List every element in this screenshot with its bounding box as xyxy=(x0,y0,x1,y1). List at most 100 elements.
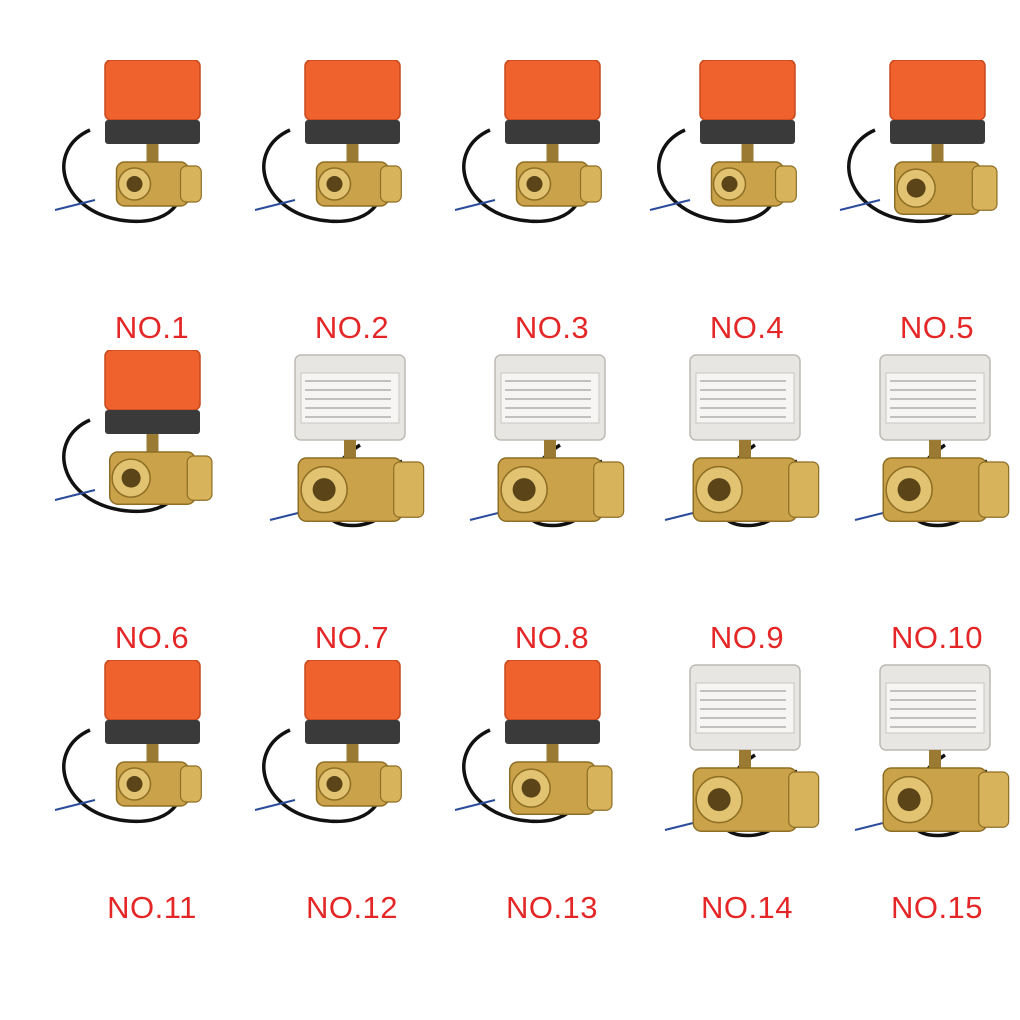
valve-illustration xyxy=(54,60,202,224)
product-label: NO.7 xyxy=(314,620,390,655)
port-opening xyxy=(312,478,336,502)
actuator-base xyxy=(105,410,200,434)
side-port xyxy=(978,771,1010,828)
valve-stem xyxy=(929,750,941,770)
valve-illustration xyxy=(254,660,402,824)
port-opening xyxy=(126,176,143,192)
side-port xyxy=(971,165,998,211)
valve-image xyxy=(254,660,402,824)
product-item-2: NO.2 xyxy=(250,60,454,390)
valve-image xyxy=(454,60,602,224)
actuator-base xyxy=(305,720,400,744)
side-port xyxy=(978,461,1010,518)
product-item-8: NO.8 xyxy=(450,350,654,680)
actuator-base xyxy=(105,720,200,744)
actuator-base xyxy=(505,120,600,144)
product-item-10: NO.10 xyxy=(835,350,1020,680)
port-opening xyxy=(721,176,738,192)
valve-illustration xyxy=(254,60,402,224)
product-label: NO.5 xyxy=(899,310,975,345)
valve-stem xyxy=(931,144,944,164)
port-opening xyxy=(121,468,141,488)
valve-illustration xyxy=(839,60,998,224)
actuator-housing xyxy=(104,660,201,721)
side-port xyxy=(788,461,820,518)
port-opening xyxy=(326,176,343,192)
actuator-housing xyxy=(504,60,601,121)
valve-stem xyxy=(739,440,751,460)
valve-illustration xyxy=(854,354,1010,528)
port-opening xyxy=(707,788,731,812)
port-opening xyxy=(326,776,343,792)
port-opening xyxy=(906,178,926,198)
actuator-housing xyxy=(304,660,401,721)
valve-illustration xyxy=(664,354,820,528)
actuator-base xyxy=(700,120,795,144)
valve-stem xyxy=(346,144,359,164)
product-item-15: NO.15 xyxy=(835,660,1020,990)
valve-image xyxy=(469,354,625,528)
valve-image xyxy=(269,354,425,528)
valve-image xyxy=(454,660,613,824)
valve-illustration xyxy=(454,60,602,224)
valve-illustration xyxy=(854,664,1010,838)
side-port xyxy=(579,165,602,203)
actuator-base xyxy=(105,120,200,144)
side-port xyxy=(586,765,613,811)
actuator-base xyxy=(890,120,985,144)
wire-lead xyxy=(839,199,881,211)
valve-image xyxy=(854,664,1010,838)
product-label: NO.8 xyxy=(514,620,590,655)
wire-lead xyxy=(454,799,496,811)
valve-stem xyxy=(146,144,159,164)
wire-lead xyxy=(649,199,691,211)
valve-stem xyxy=(739,750,751,770)
product-label: NO.9 xyxy=(709,620,785,655)
valve-stem xyxy=(546,744,559,764)
product-item-11: NO.11 xyxy=(50,660,254,990)
valve-stem xyxy=(929,440,941,460)
wire-lead xyxy=(54,799,96,811)
product-item-9: NO.9 xyxy=(645,350,849,680)
side-port xyxy=(379,765,402,803)
product-label: NO.3 xyxy=(514,310,590,345)
product-item-7: NO.7 xyxy=(250,350,454,680)
product-label: NO.2 xyxy=(314,310,390,345)
product-label: NO.12 xyxy=(305,890,399,925)
actuator-base xyxy=(505,720,600,744)
side-port xyxy=(186,455,213,501)
product-item-5: NO.5 xyxy=(835,60,1020,390)
valve-image xyxy=(649,60,797,224)
valve-image xyxy=(664,354,820,528)
side-port xyxy=(179,765,202,803)
product-label: NO.11 xyxy=(107,890,197,925)
valve-illustration xyxy=(649,60,797,224)
valve-illustration xyxy=(269,354,425,528)
valve-stem xyxy=(544,440,556,460)
valve-image xyxy=(854,354,1010,528)
port-opening xyxy=(897,788,921,812)
side-port xyxy=(379,165,402,203)
side-port xyxy=(774,165,797,203)
valve-stem xyxy=(346,744,359,764)
side-port xyxy=(788,771,820,828)
valve-image xyxy=(254,60,402,224)
port-opening xyxy=(126,776,143,792)
product-label: NO.6 xyxy=(114,620,190,655)
valve-stem xyxy=(146,744,159,764)
port-opening xyxy=(521,778,541,798)
product-item-3: NO.3 xyxy=(450,60,654,390)
product-label: NO.15 xyxy=(890,890,984,925)
product-label: NO.13 xyxy=(505,890,599,925)
valve-stem xyxy=(344,440,356,460)
wire-lead xyxy=(454,199,496,211)
valve-image xyxy=(54,60,202,224)
port-opening xyxy=(897,478,921,502)
wire-lead xyxy=(54,199,96,211)
side-port xyxy=(393,461,425,518)
port-opening xyxy=(526,176,543,192)
product-label: NO.14 xyxy=(700,890,794,925)
actuator-housing xyxy=(889,60,986,121)
actuator-housing xyxy=(304,60,401,121)
actuator-housing xyxy=(104,350,201,411)
